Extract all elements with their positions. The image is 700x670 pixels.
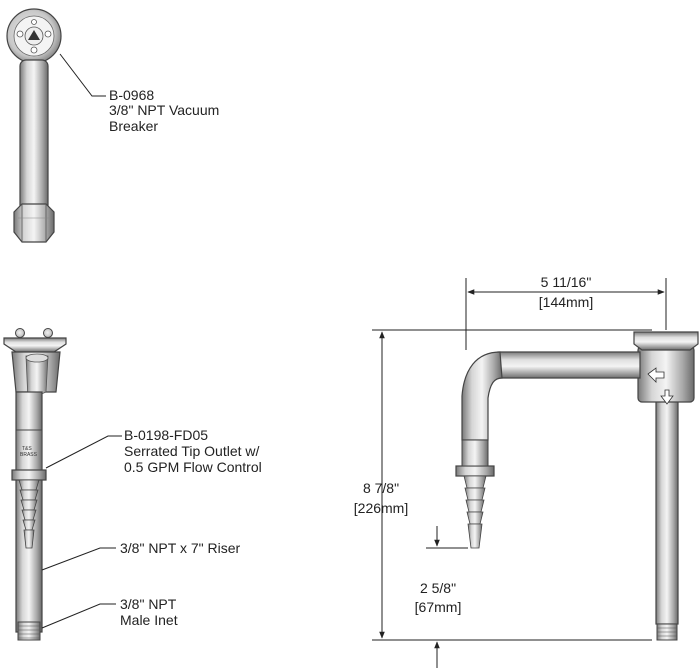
- serrated-tip-side: [18, 479, 40, 549]
- vacuum-breaker-leader: [59, 53, 106, 97]
- vacuum-breaker-line1: 3/8" NPT Vacuum: [109, 102, 219, 118]
- height-metric: [226mm]: [354, 500, 408, 516]
- height-imperial: 8 7/8": [363, 480, 399, 496]
- inlet-line1: 3/8" NPT: [120, 596, 177, 612]
- outlet-line1: Serrated Tip Outlet w/: [124, 443, 260, 459]
- outlet-line2: 0.5 GPM Flow Control: [124, 459, 262, 475]
- riser-line1: 3/8" NPT x 7" Riser: [120, 540, 241, 556]
- riser-leader: [41, 547, 116, 571]
- drop-imperial: 2 5/8": [420, 580, 456, 596]
- faucet-side-view: T&S BRASS: [3, 328, 122, 641]
- hex-nut-icon: [13, 203, 55, 243]
- logo-triangle-icon: [28, 30, 40, 40]
- brand-marking: T&S: [22, 446, 32, 452]
- serrated-tip-front: [463, 475, 487, 549]
- inlet-line2: Male Inet: [120, 612, 178, 628]
- dimension-lines: [372, 278, 667, 668]
- front-riser-pipe: [655, 397, 679, 625]
- width-imperial: 5 11/16": [541, 274, 592, 290]
- threaded-inlet-side: [17, 621, 41, 641]
- drop-metric: [67mm]: [415, 599, 462, 615]
- front-elbow: [461, 351, 503, 441]
- flow-arrow-left-icon: [647, 367, 665, 383]
- flow-arrow-up-icon: [660, 389, 674, 405]
- vacuum-breaker-part: B-0968: [109, 87, 154, 103]
- inlet-leader: [41, 603, 116, 629]
- front-horizontal-arm: [497, 351, 641, 379]
- width-metric: [144mm]: [539, 294, 593, 310]
- outlet-leader: [45, 435, 122, 469]
- outlet-part: B-0198-FD05: [124, 427, 208, 443]
- front-outlet-nut: [455, 465, 495, 477]
- front-cap: [633, 331, 699, 351]
- faucet-front-view: [455, 331, 699, 641]
- vacuum-breaker-line2: Breaker: [109, 118, 158, 134]
- threaded-inlet-front: [656, 623, 678, 641]
- riser-pipe-top-view: [19, 59, 49, 221]
- side-cap: [3, 337, 67, 353]
- brand-marking-2: BRASS: [20, 452, 38, 458]
- vacuum-breaker-view: [6, 8, 106, 243]
- outlet-nut: [11, 469, 47, 481]
